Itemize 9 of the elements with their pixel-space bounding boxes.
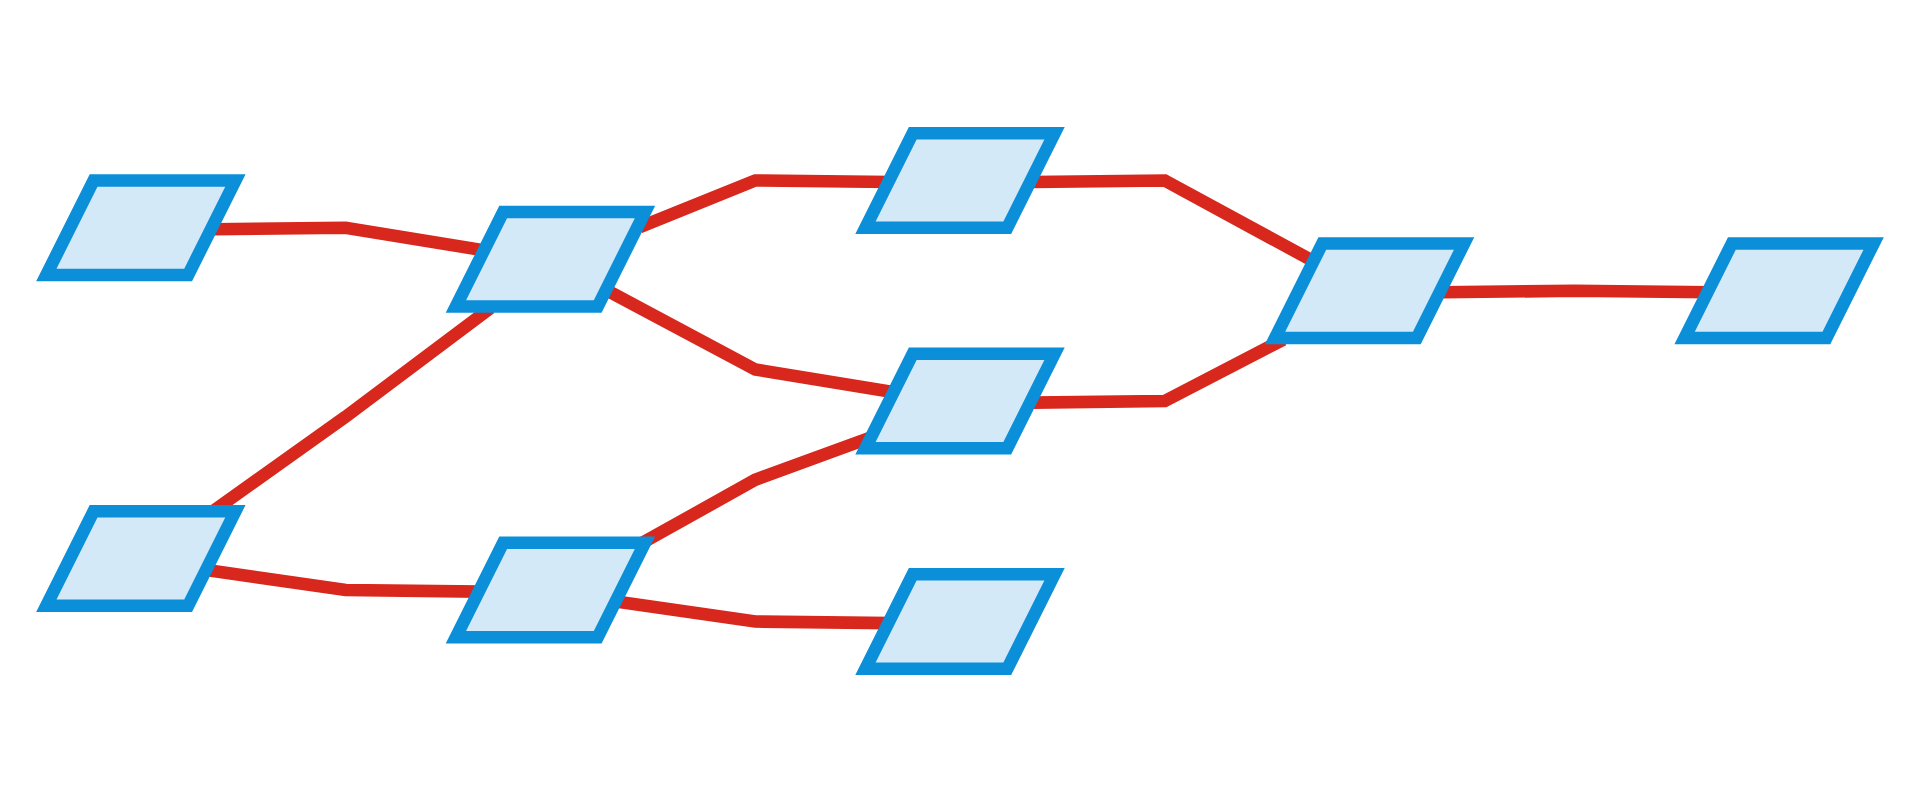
node-parallelogram [855, 125, 1065, 233]
node-parallelogram [445, 535, 656, 643]
node-parallelogram [1674, 236, 1884, 344]
node-parallelogram [855, 346, 1065, 454]
node-parallelogram [445, 204, 656, 312]
node-parallelogram [1264, 236, 1475, 344]
node-parallelogram [855, 567, 1065, 675]
node-parallelogram [36, 173, 246, 281]
node-parallelogram [36, 503, 246, 612]
